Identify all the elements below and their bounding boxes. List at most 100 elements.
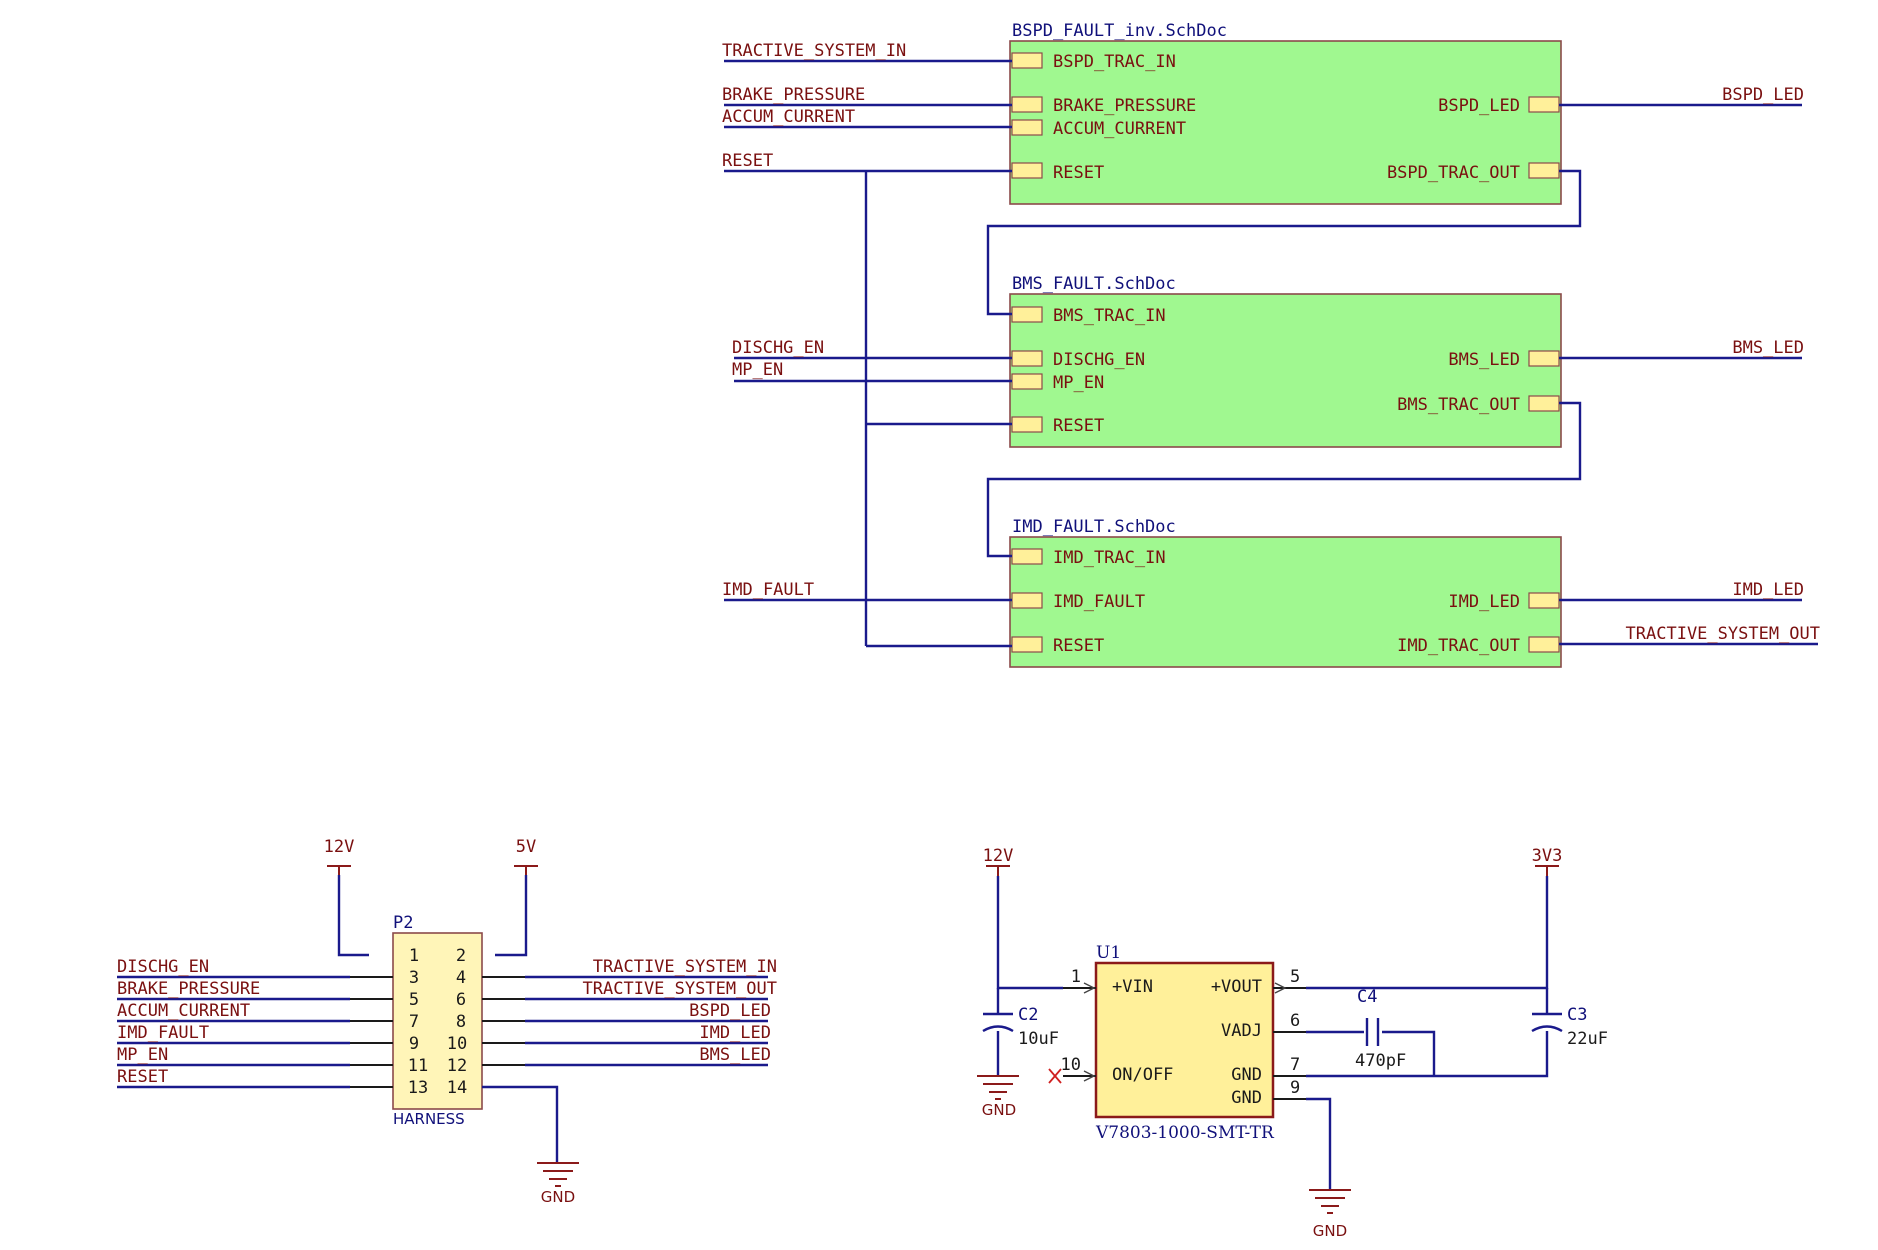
sheet-bms: BMS_FAULT.SchDoc BMS_TRAC_IN DISCHG_EN M… (1009, 274, 1562, 448)
pin-number: 6 (456, 990, 466, 1010)
port-marker (1011, 96, 1043, 113)
harness-name: HARNESS (393, 1110, 465, 1128)
regulator-circuit: 12V 3V3 U1 V7803-1000-SMT-TR +VIN +VOUT … (977, 846, 1608, 1240)
wire (1306, 1097, 1332, 1190)
pin-number: 11 (408, 1056, 428, 1076)
power-3v3-label: 3V3 (1532, 846, 1563, 866)
pin-number: 5 (409, 990, 419, 1010)
harness-body[interactable] (392, 932, 483, 1110)
net-label: TRACTIVE_SYSTEM_IN (593, 957, 777, 977)
pin-number: 12 (447, 1056, 467, 1076)
capacitor-c4[interactable] (1365, 1018, 1380, 1046)
net-label: MP_EN (117, 1045, 168, 1065)
port-label: BMS_TRAC_IN (1053, 306, 1166, 326)
u1-pin-label: GND (1231, 1088, 1262, 1108)
u1-pin-label: VADJ (1221, 1021, 1262, 1041)
net-label: BRAKE_PRESSURE (117, 979, 260, 999)
port-marker (1011, 350, 1043, 367)
port-label: BSPD_TRAC_OUT (1387, 163, 1520, 183)
net-label: BSPD_LED (689, 1001, 771, 1021)
output-arrow-icon (1274, 982, 1287, 994)
u1-pin-number: 7 (1290, 1055, 1300, 1075)
port-marker (1528, 395, 1560, 412)
sheet-bspd-title: BSPD_FAULT_inv.SchDoc (1012, 21, 1227, 41)
sheet-bms-body[interactable] (1009, 293, 1562, 448)
sheet-bspd-body[interactable] (1009, 40, 1562, 205)
pin-number: 10 (447, 1034, 467, 1054)
harness-designator: P2 (393, 913, 413, 933)
port-label: BMS_LED (1448, 350, 1520, 370)
pin-number: 8 (456, 1012, 466, 1032)
port-label: RESET (1053, 416, 1104, 436)
net-label: BRAKE_PRESSURE (722, 85, 865, 105)
top-net-labels: TRACTIVE_SYSTEM_IN BRAKE_PRESSURE ACCUM_… (722, 41, 1820, 644)
port-marker (1011, 306, 1043, 323)
net-label: RESET (117, 1067, 168, 1087)
pin-number: 3 (409, 968, 419, 988)
gnd-icon (977, 1075, 1019, 1100)
sheet-bms-title: BMS_FAULT.SchDoc (1012, 274, 1176, 294)
net-label: IMD_LED (699, 1023, 771, 1043)
net-label: RESET (722, 151, 773, 171)
u1-pin-label: ON/OFF (1112, 1065, 1173, 1085)
u1-pin-number: 1 (1071, 967, 1081, 987)
port-label: BRAKE_PRESSURE (1053, 96, 1196, 116)
port-marker (1011, 416, 1043, 433)
port-marker (1011, 52, 1043, 69)
u1-designator: U1 (1096, 943, 1121, 963)
capacitor-c3[interactable] (1531, 1012, 1563, 1033)
net-label: DISCHG_EN (117, 957, 209, 977)
u1-pin-number: 5 (1290, 967, 1300, 987)
pin-number: 9 (409, 1034, 419, 1054)
capacitor-c2[interactable] (982, 1012, 1014, 1033)
c4-ref: C4 (1357, 987, 1377, 1007)
pin-number: 14 (447, 1078, 467, 1098)
net-label: ACCUM_CURRENT (117, 1001, 250, 1021)
gnd-label: GND (982, 1101, 1016, 1119)
port-label: DISCHG_EN (1053, 350, 1145, 370)
port-label: BMS_TRAC_OUT (1397, 395, 1520, 415)
wire (986, 169, 1582, 316)
u1-pin-number: 10 (1061, 1055, 1081, 1075)
wire (337, 875, 369, 957)
pin-number: 4 (456, 968, 466, 988)
port-marker (1528, 350, 1560, 367)
u1-body[interactable] (1094, 961, 1275, 1119)
pin-number: 1 (409, 946, 419, 966)
input-arrow-icon (1083, 1070, 1096, 1082)
wire (1382, 1030, 1436, 1076)
net-label: IMD_FAULT (722, 580, 814, 600)
port-marker (1011, 636, 1043, 653)
net-label: TRACTIVE_SYSTEM_IN (722, 41, 906, 61)
port-marker (1011, 592, 1043, 609)
net-label: BSPD_LED (1722, 85, 1804, 105)
c2-value: 10uF (1018, 1029, 1059, 1049)
port-marker (1528, 96, 1560, 113)
port-marker (1011, 119, 1043, 136)
port-marker (1528, 636, 1560, 653)
port-label: RESET (1053, 636, 1104, 656)
no-connect-icon (1048, 1068, 1062, 1084)
wire (1306, 876, 1549, 990)
port-marker (1528, 162, 1560, 179)
port-label: RESET (1053, 163, 1104, 183)
c4-value: 470pF (1355, 1051, 1406, 1071)
net-label: BMS_LED (699, 1045, 771, 1065)
u1-pin-number: 9 (1290, 1078, 1300, 1098)
c2-ref: C2 (1018, 1005, 1038, 1025)
top-wires (724, 59, 1818, 648)
pin-number: 13 (408, 1078, 428, 1098)
c3-value: 22uF (1567, 1029, 1608, 1049)
port-label: ACCUM_CURRENT (1053, 119, 1186, 139)
net-label: TRACTIVE_SYSTEM_OUT (583, 979, 777, 999)
net-label: ACCUM_CURRENT (722, 107, 855, 127)
port-marker (1011, 162, 1043, 179)
u1-part-number: V7803-1000-SMT-TR (1095, 1123, 1275, 1143)
net-label: IMD_FAULT (117, 1023, 209, 1043)
sheet-imd-body[interactable] (1009, 536, 1562, 668)
port-label: IMD_TRAC_OUT (1397, 636, 1520, 656)
port-label: BSPD_LED (1438, 96, 1520, 116)
u1-pin-number: 6 (1290, 1011, 1300, 1031)
power-5v-label: 5V (516, 837, 536, 857)
wire (996, 876, 1063, 990)
